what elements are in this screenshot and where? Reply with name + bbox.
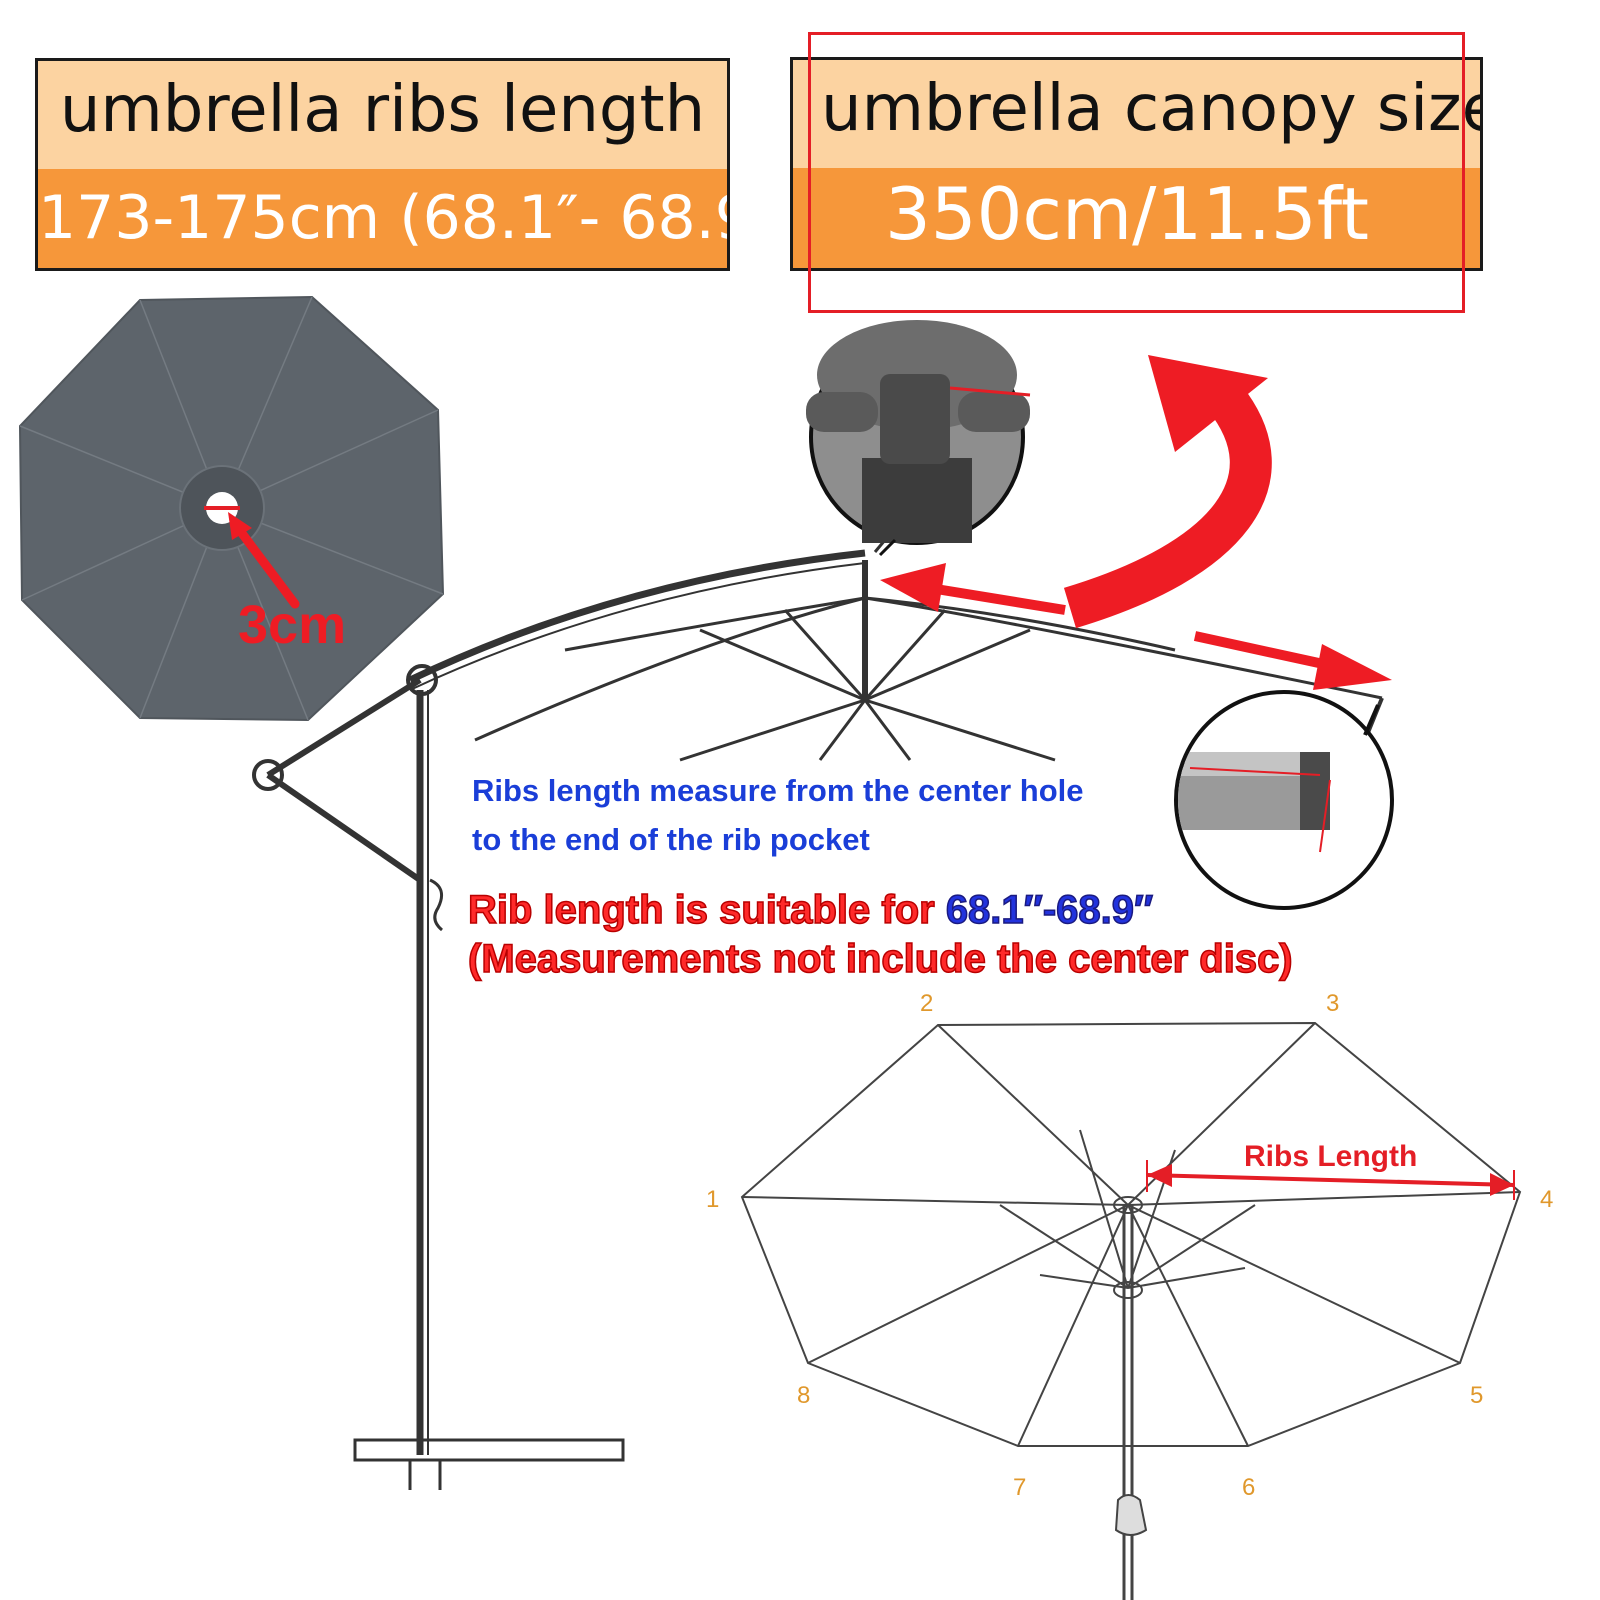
suitable-prefix: Rib length is suitable for: [467, 887, 946, 933]
ribs-length-label: Ribs Length: [1244, 1140, 1418, 1173]
cantilever-umbrella-drawing: [252, 539, 1384, 1490]
measure-note-line2: to the end of the rib pocket: [472, 822, 870, 857]
measure-note-line1: Ribs length measure from the center hole: [472, 773, 1084, 808]
ribs-length-value: 173-175cm (68.1″- 68.9″): [38, 183, 730, 253]
suitable-range: 68.1″-68.9″: [945, 887, 1154, 933]
ribs-length-box-top: [38, 61, 727, 169]
canopy-size-title: umbrella canopy size: [821, 72, 1483, 146]
canopy-size-value: 350cm/11.5ft: [885, 172, 1370, 256]
rib-number-5: 5: [1470, 1382, 1484, 1409]
rib-number-3: 3: [1326, 990, 1340, 1017]
canopy-size-box-top: [793, 60, 1480, 168]
rib-frame-diagram: [740, 1021, 1522, 1600]
rib-number-6: 6: [1242, 1474, 1256, 1501]
canopy-size-box-bottom: [793, 168, 1480, 268]
ribs-length-title: umbrella ribs length: [59, 73, 706, 147]
hub-closeup: [806, 320, 1031, 557]
measurement-arrows: [880, 355, 1392, 690]
canopy-size-box: umbrella canopy size 350cm/11.5ft: [790, 57, 1483, 271]
rib-number-4: 4: [1540, 1186, 1554, 1213]
rib-number-8: 8: [797, 1382, 811, 1409]
rib-number-1: 1: [706, 1186, 720, 1213]
center-hole-size-label: 3cm: [238, 595, 347, 655]
canopy-highlight-frame: [808, 32, 1465, 313]
curved-arrow-icon: [1148, 355, 1268, 452]
rib-pocket-closeup: [1174, 690, 1394, 910]
rib-number-2: 2: [920, 990, 934, 1017]
suitable-line1: Rib length is suitable for 68.1″-68.9″: [467, 887, 1154, 933]
canopy-photo: [18, 295, 445, 722]
ribs-length-box: umbrella ribs length 173-175cm (68.1″- 6…: [35, 58, 730, 271]
rib-number-7: 7: [1013, 1474, 1027, 1501]
suitable-line2: (Measurements not include the center dis…: [467, 936, 1293, 982]
hole-arrow-icon: [228, 512, 252, 540]
ribs-length-box-bottom: [38, 169, 727, 268]
